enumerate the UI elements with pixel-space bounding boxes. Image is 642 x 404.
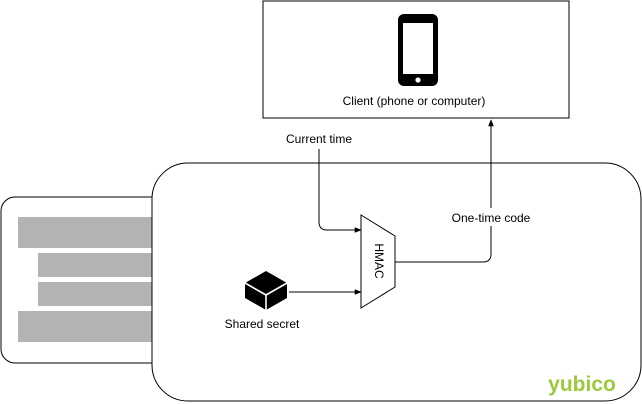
hmac-block: HMAC: [360, 214, 396, 309]
usb-contact-bar: [38, 253, 158, 277]
usb-contact-bar: [18, 217, 158, 248]
yubikey-body: [151, 162, 642, 402]
usb-contact-bar: [38, 282, 158, 306]
client-box: Client (phone or computer): [262, 0, 570, 119]
usb-contact-bar: [18, 311, 158, 342]
client-label: Client (phone or computer): [343, 94, 486, 108]
cube-icon: [244, 271, 288, 310]
one-time-code-arrow: [395, 119, 494, 263]
current-time-arrow: [318, 149, 362, 233]
one-time-code-label-bg: [455, 208, 527, 226]
current-time-label-bg: [281, 129, 357, 147]
yubico-logo: yubico: [548, 373, 616, 396]
current-time-label: Current time: [286, 132, 352, 146]
hmac-label: HMAC: [372, 243, 386, 279]
shared-secret-label: Shared secret: [225, 317, 300, 331]
smartphone-icon: [398, 14, 438, 86]
usb-connector: [0, 196, 170, 364]
one-time-code-label: One-time code: [452, 211, 531, 225]
hmac-shape: [360, 214, 396, 309]
